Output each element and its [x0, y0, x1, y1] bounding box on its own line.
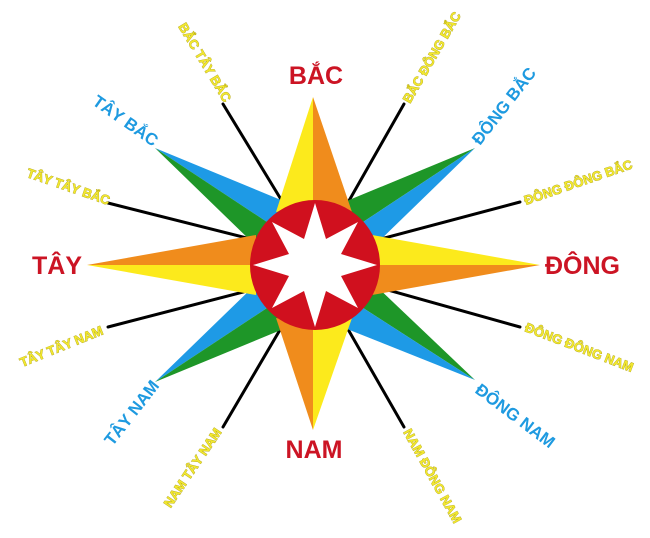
point-southeast-blue [337, 306, 475, 380]
point-southwest-green [155, 306, 293, 382]
diagonal-points [155, 148, 475, 382]
cardinal-points [87, 97, 540, 430]
point-south-orange [276, 318, 313, 430]
label-southwest: TÂY NAM [101, 377, 163, 449]
point-southeast-green [360, 284, 475, 380]
point-south-yellow [313, 318, 352, 430]
point-west-yellow [87, 265, 256, 295]
secondary-direction-lines [106, 102, 522, 429]
label-wnw: TÂY TÂY BẮC [25, 165, 113, 208]
line-wnw [106, 201, 257, 242]
label-north: BẮC [289, 60, 343, 90]
line-nne [344, 102, 406, 208]
label-west: TÂY [32, 250, 82, 280]
line-ese [375, 285, 522, 329]
label-ssw: NAM TÂY NAM [160, 425, 224, 510]
cardinal-labels: BẮC NAM ĐÔNG TÂY [32, 60, 620, 464]
point-north-yellow [276, 97, 313, 212]
line-ssw [221, 321, 286, 429]
label-nnw: BẮC TÂY BẮC [175, 20, 234, 105]
point-northeast-blue [360, 148, 475, 246]
point-northwest-green [155, 148, 270, 246]
label-ene: ĐÔNG ĐÔNG BẮC [522, 157, 635, 208]
label-south: NAM [286, 436, 343, 464]
center-star-icon [253, 203, 377, 327]
point-east-yellow [372, 235, 540, 265]
line-ene [375, 200, 522, 242]
point-northeast-green [337, 148, 475, 224]
label-nne: BẮC ĐÔNG BẮC [400, 9, 465, 106]
label-ese: ĐÔNG ĐÔNG NAM [523, 320, 636, 375]
point-east-orange [372, 265, 540, 295]
line-sse [343, 322, 406, 429]
point-north-orange [313, 97, 352, 212]
point-northwest-blue [155, 148, 293, 224]
line-wsw [106, 287, 257, 329]
label-northeast: ĐÔNG BẮC [468, 64, 540, 149]
label-east: ĐÔNG [545, 250, 620, 280]
label-northwest: TÂY BẮC [89, 92, 162, 151]
label-wsw: TÂY TÂY NAM [18, 323, 106, 370]
label-southeast: ĐÔNG NAM [472, 380, 559, 452]
line-nnw [221, 102, 287, 208]
point-southwest-blue [155, 284, 270, 382]
point-west-orange [87, 235, 256, 265]
label-sse: NAM ĐÔNG NAM [400, 426, 464, 525]
